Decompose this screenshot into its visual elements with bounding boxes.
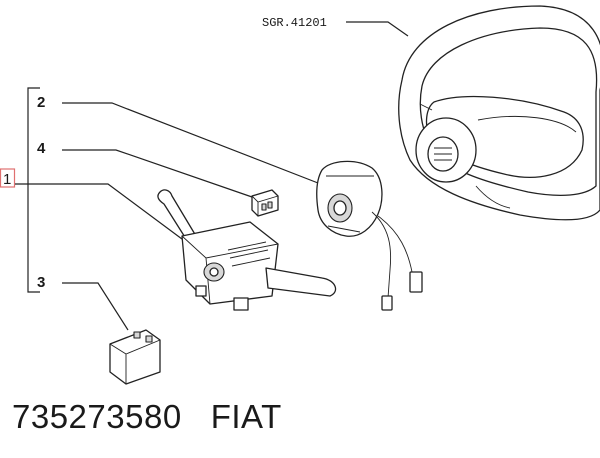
- callout-4-label[interactable]: 4: [37, 140, 46, 157]
- leader-line-2: [62, 102, 319, 184]
- callout-3-label[interactable]: 3: [37, 274, 45, 291]
- relay-small-illustration: [251, 189, 279, 217]
- steering-wheel-reference-code: SGR.41201: [262, 16, 327, 30]
- callout-1-label[interactable]: 1: [3, 171, 11, 188]
- callout-2-label[interactable]: 2: [37, 94, 45, 111]
- brand-name: FIAT: [210, 398, 282, 435]
- group-bracket: [27, 87, 40, 293]
- leader-line-3: [62, 282, 129, 331]
- callout-1-highlight-box: [0, 168, 16, 188]
- leader-line-reference: [346, 21, 409, 37]
- leader-line-4: [62, 149, 253, 198]
- steering-wheel-illustration: [398, 5, 600, 221]
- clock-spring-illustration: [316, 160, 423, 311]
- combination-switch-illustration: [157, 189, 337, 311]
- leader-line-1: [15, 183, 187, 243]
- part-number: 735273580: [12, 398, 182, 435]
- relay-large-illustration: [109, 329, 161, 385]
- part-number-caption: 735273580 FIAT: [12, 398, 282, 436]
